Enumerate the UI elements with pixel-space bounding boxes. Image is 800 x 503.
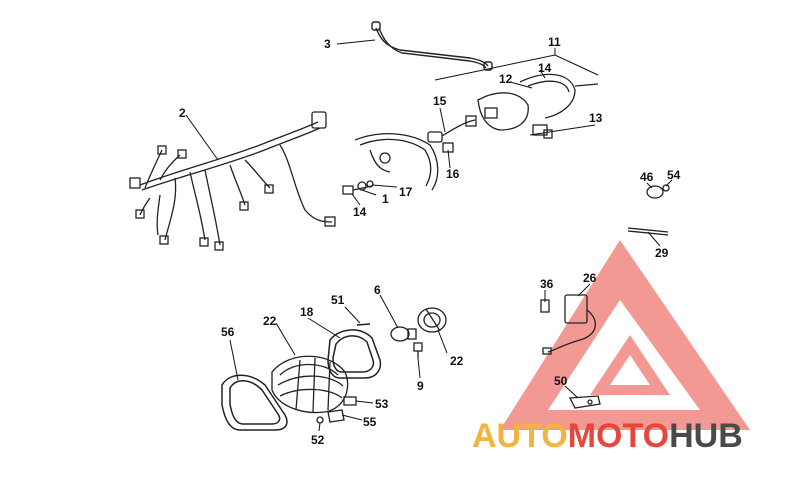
- watermark-wordmark: AUTOMOTOHUB: [472, 417, 743, 455]
- label-part-11: 11: [548, 35, 561, 49]
- part-number-labels: 3 11 14 12 2 15 13 16 17 1 14 46 54 29 6…: [179, 35, 681, 447]
- label-part-51: 51: [331, 293, 345, 307]
- label-part-53: 53: [375, 397, 389, 411]
- watermark-core-cut: [610, 355, 650, 385]
- part-15-socket: [427, 115, 477, 143]
- label-part-6: 6: [374, 283, 381, 297]
- rear-fender-bracket: [354, 133, 439, 191]
- watermark-auto: AUTO: [472, 417, 568, 455]
- leader-lines: [185, 39, 673, 432]
- label-part-55: 55: [363, 415, 377, 429]
- part-50-bracket: [568, 395, 601, 409]
- label-part-22-right: 22: [450, 354, 464, 368]
- part-22-headlight-lens: [271, 355, 349, 414]
- label-part-16: 16: [446, 167, 460, 181]
- part-9-lamp: [413, 342, 423, 358]
- label-part-22-left: 22: [263, 314, 277, 328]
- watermark-hub: HUB: [669, 417, 743, 455]
- label-part-36: 36: [540, 277, 554, 291]
- part-22-reflector: [417, 307, 447, 333]
- label-part-13: 13: [589, 111, 603, 125]
- label-part-12: 12: [499, 72, 513, 86]
- label-part-3: 3: [324, 37, 331, 51]
- part-29-strip: [627, 227, 669, 236]
- label-part-29: 29: [655, 246, 669, 260]
- label-part-52: 52: [311, 433, 325, 447]
- label-part-2: 2: [179, 106, 186, 120]
- label-part-18: 18: [300, 305, 314, 319]
- label-part-17: 17: [399, 185, 413, 199]
- label-part-56: 56: [221, 325, 235, 339]
- label-part-15: 15: [433, 94, 447, 108]
- part-3-wire: [371, 21, 493, 71]
- svg-text:AUTOMOTOHUB: AUTOMOTOHUB: [472, 417, 743, 455]
- part-46-clip: [646, 184, 670, 199]
- label-part-46: 46: [640, 170, 654, 184]
- watermark-logo: [500, 240, 750, 430]
- label-part-9: 9: [417, 379, 424, 393]
- part-51-screw: [356, 323, 371, 326]
- label-part-26: 26: [583, 271, 597, 285]
- part-53-55-52-fasteners: [316, 396, 357, 424]
- watermark-moto: MOTO: [568, 417, 669, 455]
- part-56-headlight-rim: [221, 374, 288, 431]
- part-12-tail-light: [477, 73, 599, 139]
- label-part-14-bottom: 14: [353, 205, 367, 219]
- label-part-54: 54: [667, 168, 681, 182]
- label-part-14-top: 14: [538, 61, 552, 75]
- part-6-bulb: [390, 326, 417, 342]
- part-2-main-harness: [129, 111, 336, 251]
- part-18-headlight-frame: [327, 329, 382, 379]
- label-part-50: 50: [554, 374, 568, 388]
- label-part-1: 1: [382, 192, 389, 206]
